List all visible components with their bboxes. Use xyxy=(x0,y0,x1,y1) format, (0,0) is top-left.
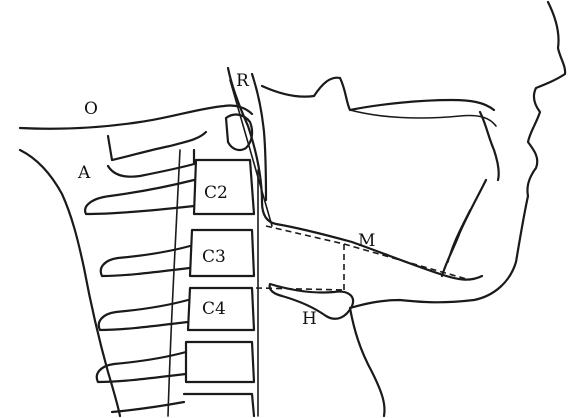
neck-back xyxy=(20,150,120,416)
maxilla-inner xyxy=(350,110,496,126)
vertebra-c5-body xyxy=(186,342,254,382)
vertebra-c6-process xyxy=(112,402,184,412)
skull-base xyxy=(20,105,252,128)
vertebra-c4-process xyxy=(99,300,188,330)
face-profile xyxy=(350,2,565,308)
neck-front xyxy=(350,308,385,416)
label-R: R xyxy=(236,71,250,91)
label-M: M xyxy=(358,231,375,251)
label-O: O xyxy=(84,99,98,119)
atlas-arch xyxy=(108,150,194,177)
label-C4: C4 xyxy=(202,299,226,319)
atlas-c1 xyxy=(108,132,206,160)
maxilla xyxy=(262,78,494,110)
label-C2: C2 xyxy=(204,183,228,203)
vertebra-c3-process xyxy=(101,246,190,276)
label-C3: C3 xyxy=(202,247,226,267)
upper-teeth xyxy=(480,112,499,180)
dens xyxy=(226,115,252,150)
label-A: A xyxy=(77,163,91,183)
vertebra-c6-body xyxy=(184,394,254,416)
label-H: H xyxy=(302,309,317,329)
